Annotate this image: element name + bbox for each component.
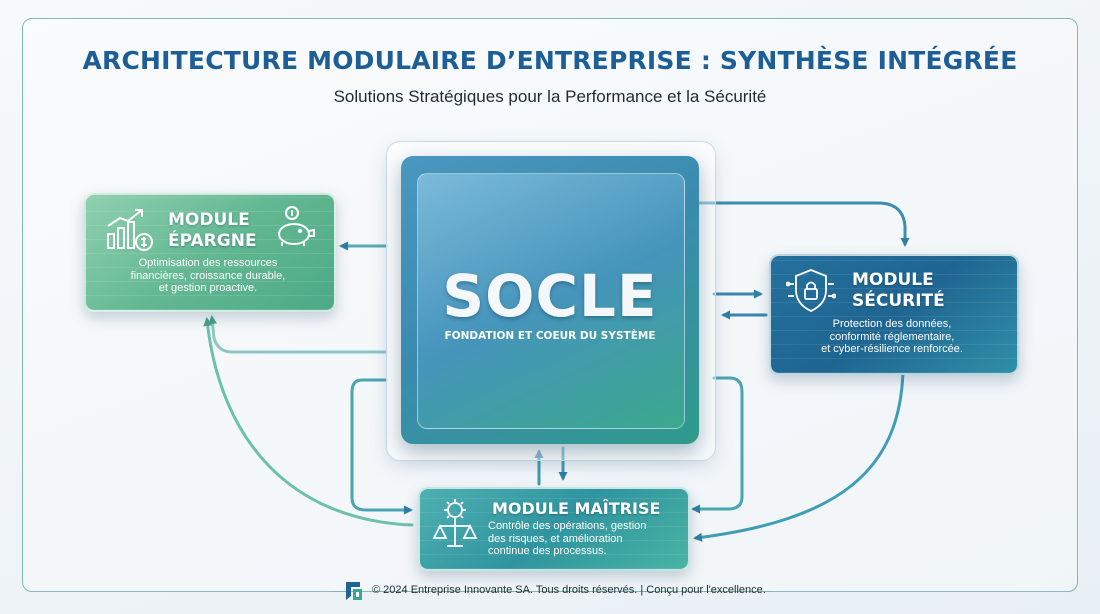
growth-chart-icon <box>107 209 153 251</box>
piggy-bank-icon <box>278 206 315 246</box>
socle-title: SOCLE <box>442 262 658 330</box>
arrow-socle-left-to-maitrise <box>350 378 413 515</box>
module-epargne-desc-line: et gestion proactive. <box>158 282 258 294</box>
module-maitrise-desc-line: continue des processus. <box>488 545 607 557</box>
module-epargne-desc-line: financières, croissance durable, <box>130 269 286 282</box>
socle-inner-panel <box>417 173 685 429</box>
module-epargne-title-line2: ÉPARGNE <box>168 231 257 251</box>
arrow-securite-to-maitrise <box>693 369 905 542</box>
gear-scale-icon <box>432 499 478 547</box>
footer-copyright: © 2024 Entreprise Innovante SA. Tous dro… <box>372 584 766 596</box>
arrow-socle-epargne-lower <box>208 315 388 354</box>
company-logo-icon <box>346 582 362 600</box>
page-subtitle: Solutions Stratégiques pour la Performan… <box>333 87 767 106</box>
module-securite-desc-line: Protection des données, <box>832 318 952 330</box>
arrow-socle-to-securite-top <box>697 201 910 247</box>
module-epargne-description: Optimisation des ressources financières,… <box>94 257 322 295</box>
socle-subtitle: FONDATION ET COEUR DU SYSTÈME <box>444 330 656 342</box>
shield-lock-icon <box>786 269 836 312</box>
footer-divider-right <box>774 591 1070 592</box>
module-epargne-desc-line: Optimisation des ressources <box>138 257 278 269</box>
module-maitrise-card <box>418 487 690 571</box>
arrow-maitrise-to-epargne <box>203 317 414 527</box>
page-title: ARCHITECTURE MODULAIRE D’ENTREPRISE : SY… <box>82 46 1018 75</box>
module-securite-title-line1: MODULE <box>852 270 934 290</box>
module-securite-card <box>769 254 1019 375</box>
module-securite-desc-line: et cyber-résilience renforcée. <box>821 343 963 355</box>
module-securite-description: Protection des données, conformité régle… <box>782 318 1002 356</box>
footer-divider-left <box>30 591 330 592</box>
module-maitrise-desc-line: Contrôle des opérations, gestion <box>488 520 647 532</box>
module-maitrise-description: Contrôle des opérations, gestion des ris… <box>488 520 678 558</box>
module-maitrise-title: MODULE MAÎTRISE <box>492 499 661 518</box>
arrow-socle-right-to-maitrise <box>691 376 744 514</box>
module-epargne-title-line1: MODULE <box>168 210 250 230</box>
module-securite-title-line2: SÉCURITÉ <box>852 291 945 311</box>
module-maitrise-desc-line: des risques, et amélioration <box>488 532 623 545</box>
module-securite-desc-line: conformité réglementaire, <box>829 330 955 343</box>
